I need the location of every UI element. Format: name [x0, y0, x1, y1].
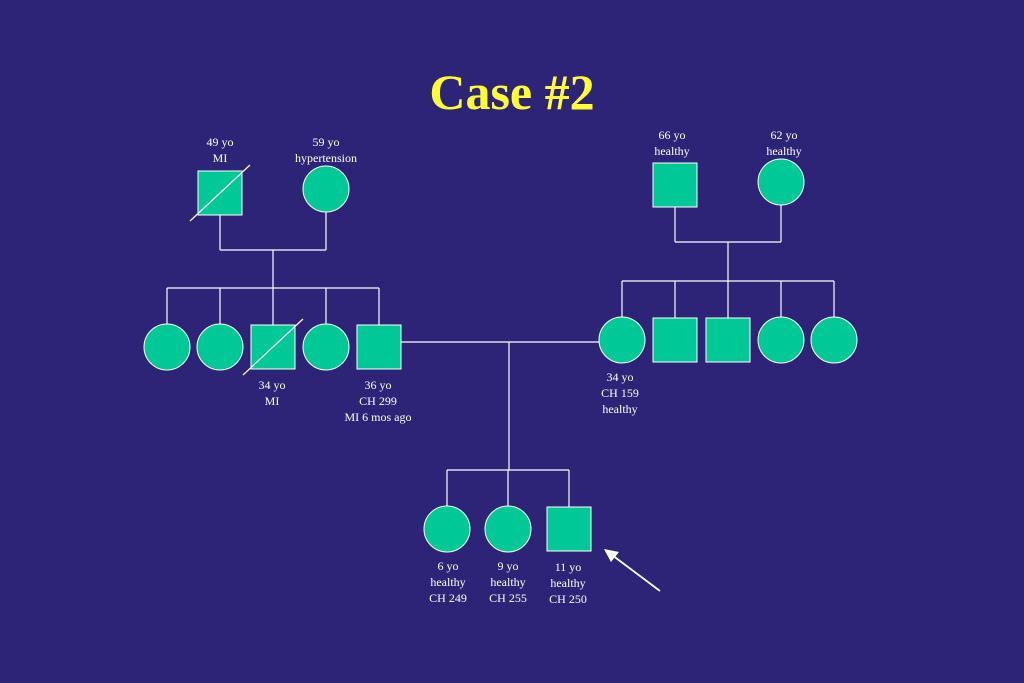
label-maternal-grandmother: 62 yo healthy: [766, 128, 802, 158]
proband: [546, 506, 592, 552]
female-circle-symbol: [757, 316, 805, 364]
male-square-symbol: [652, 317, 698, 363]
male-square-symbol: [652, 162, 698, 208]
label-child-1: 6 yo healthy CH 249: [429, 559, 467, 605]
paternal-grandmother: [302, 165, 350, 213]
male-square-symbol: [705, 317, 751, 363]
label-proband: 11 yo healthy CH 250: [549, 560, 587, 606]
paternal-grandfather: [189, 164, 251, 222]
arrow-head: [604, 549, 619, 562]
female-circle-symbol: [196, 323, 244, 371]
maternal-sibling-4: [757, 316, 805, 364]
female-circle-symbol: [423, 505, 471, 553]
female-circle-symbol: [484, 505, 532, 553]
female-circle-symbol: [143, 323, 191, 371]
label-maternal-grandfather: 66 yo healthy: [654, 128, 690, 158]
slide-title: Case #2: [429, 64, 595, 120]
label-paternal-grandfather: 49 yo MI: [206, 135, 234, 165]
female-circle-symbol: [810, 316, 858, 364]
label-paternal-grandmother: 59 yo hypertension: [295, 135, 357, 165]
maternal-sibling-5: [810, 316, 858, 364]
label-uncle-deceased: 34 yo MI: [258, 378, 286, 408]
male-square-symbol: [356, 324, 402, 370]
female-circle-symbol: [757, 158, 805, 206]
maternal-sibling-2: [652, 317, 698, 363]
child-2: [484, 505, 532, 553]
paternal-sibling-2: [196, 323, 244, 371]
paternal-sibling-1: [143, 323, 191, 371]
label-mother: 34 yo CH 159 healthy: [601, 370, 639, 416]
proband-arrow-icon: [604, 549, 661, 592]
father: [356, 324, 402, 370]
deceased-slash: [189, 164, 251, 222]
female-circle-symbol: [302, 323, 350, 371]
label-father: 36 yo CH 299 MI 6 mos ago: [344, 378, 412, 424]
female-circle-symbol: [302, 165, 350, 213]
arrow-shaft: [607, 551, 661, 592]
deceased-slash: [242, 318, 304, 376]
male-square-symbol: [546, 506, 592, 552]
paternal-sibling-4: [302, 323, 350, 371]
paternal-sibling-3: [242, 318, 304, 376]
mother: [598, 316, 646, 364]
maternal-grandmother: [757, 158, 805, 206]
child-1: [423, 505, 471, 553]
female-circle-symbol: [598, 316, 646, 364]
maternal-grandfather: [652, 162, 698, 208]
label-child-2: 9 yo healthy CH 255: [489, 559, 527, 605]
maternal-sibling-3: [705, 317, 751, 363]
